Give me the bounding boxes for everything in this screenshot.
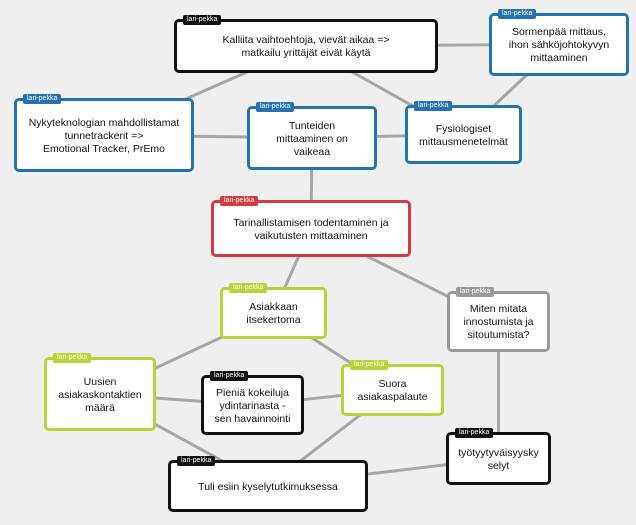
node-tuli-esiin-kyselytutkimuksessa[interactable]: lari-pekka Tuli esiin kyselytutkimuksess… [168,456,368,512]
author-tag: lari-pekka [177,456,216,466]
author-tag: lari-pekka [229,283,268,293]
author-tag: lari-pekka [456,287,495,297]
node-suora-asiakaspalaute[interactable]: lari-pekka Suora asiakaspalaute [341,360,444,416]
node-pienia-kokeiluja[interactable]: lari-pekka Pieniä kokeiluja ydintarinast… [201,371,304,435]
node-kalliita-vaihtoehtoja[interactable]: lari-pekka Kalliita vaihtoehtoja, vievät… [174,15,438,73]
node-text: Nykyteknologian mahdollistamat tunnetrac… [28,116,180,155]
author-tag: lari-pekka [210,371,249,381]
node-text: Suora asiakaspalaute [357,378,428,403]
node-text: Uusien asiakaskontaktien määrä [58,375,142,414]
node-text: Tunteiden mittaaminen on vaikeaa [276,119,348,158]
node-text: Pieniä kokeiluja ydintarinasta - sen hav… [214,386,291,425]
node-sormenpaa-mittaus[interactable]: lari-pekka Sormenpää mittaus, ihon sähkö… [489,9,629,76]
node-text: Miten mitata innostumista ja sitoutumist… [463,303,534,341]
author-tag: lari-pekka [455,428,494,438]
node-nykyteknologia[interactable]: lari-pekka Nykyteknologian mahdollistama… [14,94,194,172]
node-text: Sormenpää mittaus, ihon sähköjohtokyvyn … [508,26,610,64]
node-tunteiden-mittaaminen[interactable]: lari-pekka Tunteiden mittaaminen on vaik… [247,102,377,170]
author-tag: lari-pekka [23,94,62,104]
node-tyotyytyvaisyyskyselyt[interactable]: lari-pekka työtyytyväisyysky selyt [446,428,551,485]
node-fysiologiset-mittausmenetelmat[interactable]: lari-pekka Fysiologiset mittausmenetelmä… [405,101,522,164]
author-tag: lari-pekka [498,9,537,19]
author-tag: lari-pekka [220,196,259,206]
node-text: Fysiologiset mittausmenetelmät [419,122,508,148]
node-asiakkaan-itsekertoma[interactable]: lari-pekka Asiakkaan itsekertoma [220,283,327,339]
node-miten-mitata[interactable]: lari-pekka Miten mitata innostumista ja … [447,287,550,352]
author-tag: lari-pekka [53,353,92,363]
node-uusien-asiakaskontaktien-maara[interactable]: lari-pekka Uusien asiakaskontaktien määr… [44,353,156,431]
node-text: työtyytyväisyysky selyt [458,446,539,472]
author-tag: lari-pekka [183,15,222,25]
node-text: Tuli esiin kyselytutkimuksessa [198,480,338,493]
author-tag: lari-pekka [350,360,389,370]
author-tag: lari-pekka [414,101,453,111]
node-text: Asiakkaan itsekertoma [246,301,301,326]
node-tarinallistamisen-todentaminen[interactable]: lari-pekka Tarinallistamisen todentamine… [211,196,411,257]
author-tag: lari-pekka [256,102,295,112]
node-text: Kalliita vaihtoehtoja, vievät aikaa => m… [222,34,390,59]
node-text: Tarinallistamisen todentaminen ja vaikut… [233,216,389,242]
